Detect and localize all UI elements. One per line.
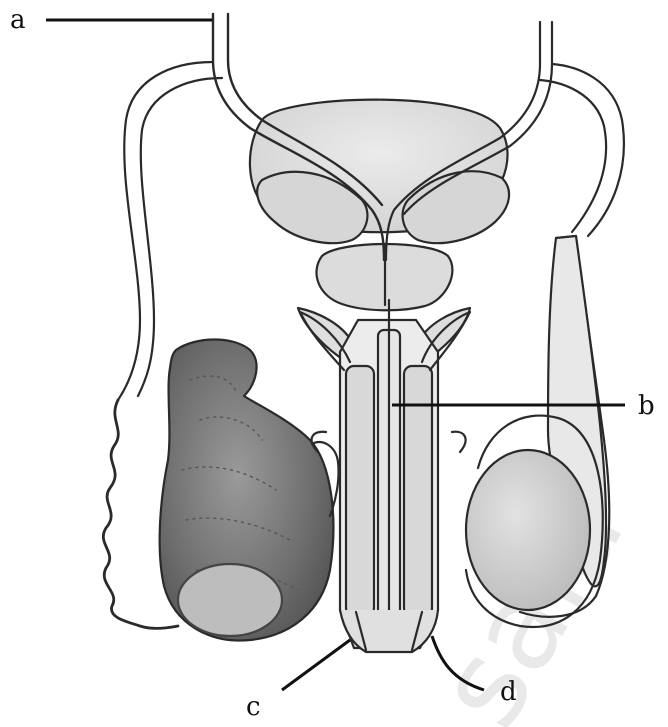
corpus-cavernosum-left (346, 366, 374, 616)
label-a: a (10, 5, 26, 35)
label-line-c (282, 640, 350, 690)
testis-right (466, 450, 590, 610)
label-b: b (638, 391, 655, 421)
spermatic-cord-right-inner (540, 80, 606, 232)
cord-fold-right (452, 432, 466, 452)
label-d: d (500, 677, 517, 707)
testis-left-lower-lobe (178, 564, 282, 636)
label-c: c (246, 692, 261, 722)
